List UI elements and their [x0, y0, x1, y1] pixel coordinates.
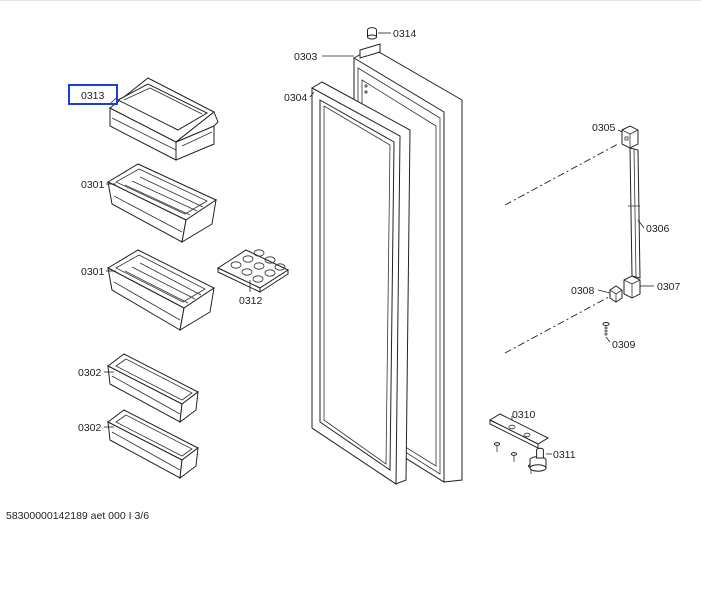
- part-0314-hinge-cap[interactable]: [367, 27, 377, 40]
- top-divider: [0, 0, 701, 1]
- dash-axis-lower: [504, 291, 619, 354]
- part-0301-door-bin-upper[interactable]: [106, 163, 218, 243]
- part-labels: 0313 0301 0301 0312 0302 0302 0303 0304 …: [68, 28, 681, 461]
- label-0310: 0310: [512, 409, 536, 421]
- label-0304: 0304: [284, 92, 308, 104]
- part-0307-bottom-bracket[interactable]: [623, 275, 641, 299]
- label-0306: 0306: [646, 223, 670, 235]
- label-0311: 0311: [553, 449, 576, 461]
- part-0308-clip[interactable]: [609, 285, 623, 303]
- label-0308: 0308: [571, 285, 595, 297]
- label-0303: 0303: [294, 51, 318, 63]
- label-0305: 0305: [592, 122, 616, 134]
- part-0313-dairy-compartment[interactable]: [109, 77, 219, 161]
- part-0301-door-bin-lower[interactable]: [106, 249, 215, 331]
- label-0301-upper: 0301: [81, 179, 105, 191]
- label-0309: 0309: [612, 339, 636, 351]
- part-0304-door-gasket[interactable]: [311, 81, 411, 485]
- drawing-reference-footer: 58300000142189 aet 000 I 3/6: [6, 510, 150, 522]
- label-0307: 0307: [657, 281, 681, 293]
- dash-axis-upper: [504, 143, 619, 206]
- highlight-box-0313: [68, 84, 118, 105]
- label-0314: 0314: [393, 28, 417, 40]
- label-0301-lower: 0301: [81, 266, 105, 278]
- part-0306-vertical-rod[interactable]: [628, 147, 641, 279]
- screw-group: [493, 442, 535, 474]
- label-0302-lower: 0302: [78, 422, 102, 434]
- part-0302-small-bin-lower[interactable]: [107, 409, 199, 480]
- leader-lines: [104, 32, 654, 455]
- part-0305-top-bracket[interactable]: [621, 125, 639, 149]
- label-0313: 0313: [81, 90, 105, 102]
- label-0312: 0312: [239, 295, 263, 307]
- part-0311-hinge-pin[interactable]: [529, 447, 547, 472]
- part-0302-small-bin-upper[interactable]: [107, 353, 199, 424]
- part-0310-hinge-plate[interactable]: [488, 413, 550, 449]
- label-0302-upper: 0302: [78, 367, 102, 379]
- part-0309-screw[interactable]: [602, 322, 610, 337]
- part-0312-egg-tray[interactable]: [216, 249, 290, 293]
